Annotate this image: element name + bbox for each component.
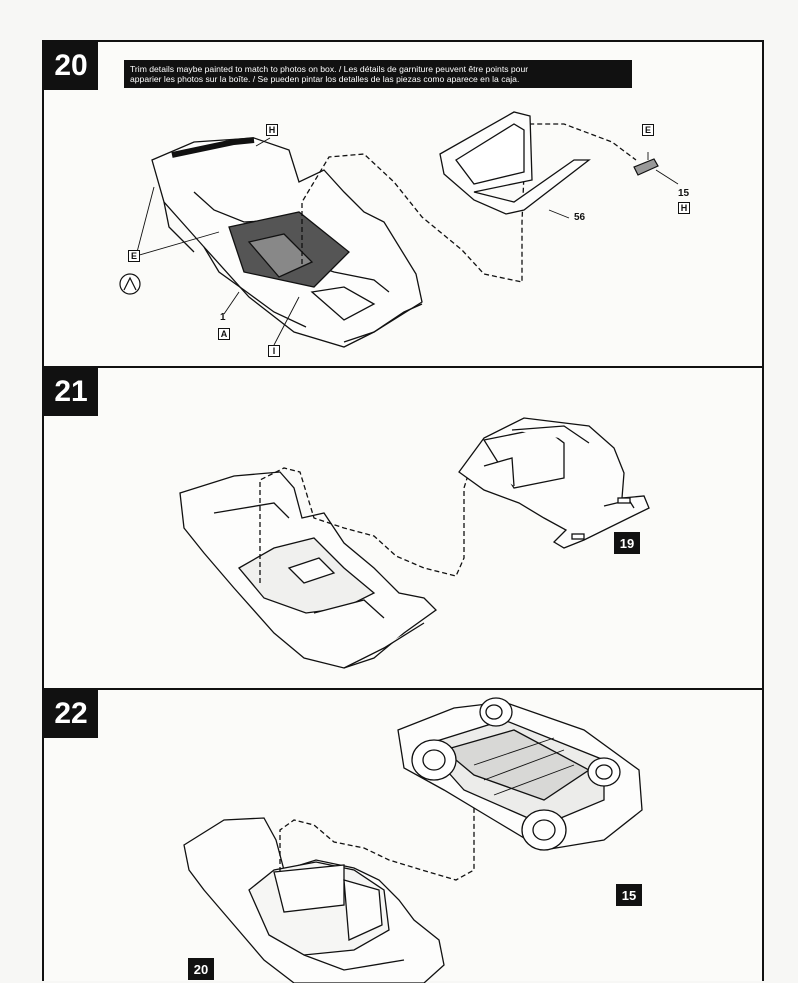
step-22-diagram	[183, 697, 643, 983]
chassis-assembly-drawing	[397, 697, 643, 851]
leader-lines	[135, 137, 679, 346]
step-22-panel: 22	[44, 690, 762, 983]
seat-assembly-drawing	[458, 417, 650, 549]
console-part-56-drawing	[439, 111, 591, 215]
tag-E-left: E	[128, 250, 140, 262]
tag-A: A	[218, 328, 230, 340]
tag-H-right: H	[678, 202, 690, 214]
interior-tub-drawing	[151, 137, 423, 348]
placement-guide-line	[259, 467, 470, 583]
tag-E-right: E	[642, 124, 654, 136]
step-21-diagram	[179, 417, 650, 669]
interior-tub-drawing	[179, 471, 438, 669]
paint-note: Trim details maybe painted to match to p…	[124, 60, 632, 88]
interior-tub-with-seats-drawing	[183, 817, 445, 983]
step-number: 20	[44, 42, 98, 90]
step-21-panel: 21 19	[44, 368, 762, 690]
ref-step-20: 20	[188, 958, 214, 980]
placement-guide-line	[279, 790, 475, 881]
ref-step-19: 19	[614, 532, 640, 554]
placement-guide-line	[301, 123, 637, 283]
paint-note-line-1: Trim details maybe painted to match to p…	[130, 64, 529, 74]
instruction-sheet: 20 Trim details maybe painted to match t…	[42, 40, 764, 983]
step-20-diagram	[119, 111, 679, 348]
step-number: 22	[44, 690, 98, 738]
trim-part-15-drawing	[633, 158, 659, 176]
paint-note-line-2: apparier les photos sur la boîte. / Se p…	[130, 74, 520, 84]
part-number-56: 56	[574, 212, 586, 223]
ref-step-15: 15	[616, 884, 642, 906]
tag-I: I	[268, 345, 280, 357]
tag-H: H	[266, 124, 278, 136]
step-20-panel: 20 Trim details maybe painted to match t…	[44, 42, 762, 368]
part-number-15: 15	[678, 188, 690, 199]
part-number-1: 1	[220, 312, 226, 323]
step-number: 21	[44, 368, 98, 416]
